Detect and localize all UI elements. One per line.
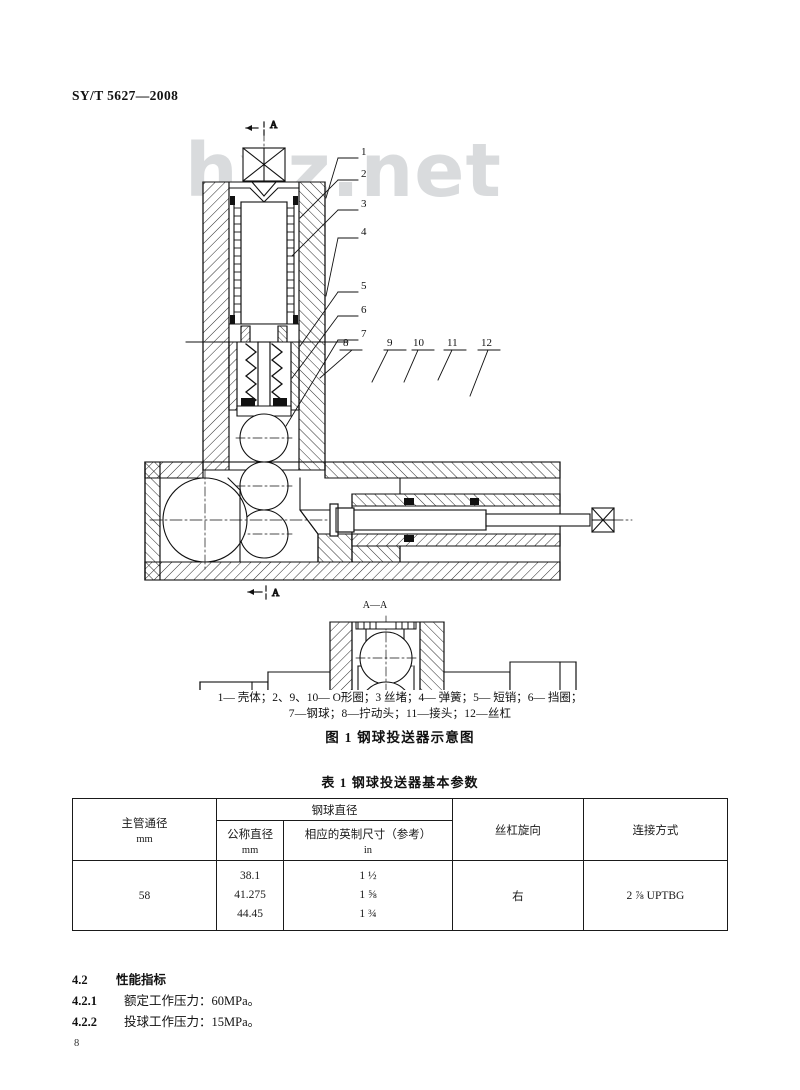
cell-screw-hand-value: 右 (451, 860, 584, 931)
header-nominal-diameter-label: 公称直径 (227, 828, 274, 841)
ball-column (235, 413, 293, 559)
nominal-diameter-3: 44.45 (237, 908, 264, 920)
callout-11: 11 (447, 337, 458, 349)
parameters-table: 主管通径 mm 钢球直径 丝杠旋向 连接方式 公称直径 mm 相应的英制尺寸（参… (71, 798, 729, 931)
clause-4-2-number: 4.2 (72, 973, 88, 987)
clause-4-2-2-text: 投球工作压力：15MPa。 (124, 1015, 261, 1029)
clause-section: 4.2 性能指标 4.2.1 额定工作压力：60MPa。 4.2.2 投球工作压力：1… (72, 970, 732, 1033)
header-main-bore-unit: mm (136, 833, 153, 845)
lead-screw-assembly (329, 493, 633, 547)
clause-4-2-2: 4.2.2 投球工作压力：15MPa。 (72, 1012, 732, 1033)
section-view-aa (199, 615, 577, 690)
top-knob (242, 147, 286, 182)
callout-leaders-lower (319, 349, 501, 397)
callout-numbers: 1 2 3 4 5 6 7 8 9 10 11 12 (343, 146, 492, 349)
header-imperial-size: 相应的英制尺寸（参考） in (283, 820, 453, 861)
callout-6: 6 (361, 304, 367, 316)
imperial-size-3: 1 ¾ (359, 908, 377, 920)
clause-4-2: 4.2 性能指标 (72, 970, 732, 991)
imperial-size-1: 1 ½ (359, 870, 377, 882)
standard-number-header: SY/T 5627—2008 (72, 88, 179, 103)
callout-10: 10 (413, 337, 425, 349)
clause-4-2-1-text: 额定工作压力：60MPa。 (124, 994, 261, 1008)
callout-4: 4 (361, 226, 367, 238)
callout-2: 2 (361, 168, 367, 180)
callout-12: 12 (481, 337, 492, 349)
clause-4-2-1: 4.2.1 额定工作压力：60MPa。 (72, 991, 732, 1012)
table-caption: 表 1 钢球投送器基本参数 (321, 775, 479, 790)
header-nominal-diameter-unit: mm (241, 844, 259, 856)
header-main-bore-label: 主管通径 (121, 817, 168, 830)
figure-legend: 1— 壳体；2、9、10— O形圈；3 丝堵；4— 弹簧；5— 短销；6— 挡圈… (0, 690, 800, 722)
callout-5: 5 (361, 280, 367, 292)
header-nominal-diameter: 公称直径 mm (216, 820, 285, 861)
table-header: 主管通径 mm 钢球直径 丝杠旋向 连接方式 公称直径 mm 相应的英制尺寸（参… (71, 798, 729, 861)
nominal-diameter-2: 41.275 (234, 889, 266, 901)
imperial-size-2: 1 ⅝ (359, 889, 377, 901)
section-letter-top: A (270, 120, 278, 131)
clause-4-2-2-number: 4.2.2 (72, 1015, 97, 1029)
figure-legend-line-1: 1— 壳体；2、9、10— O形圈；3 丝堵；4— 弹簧；5— 短销；6— 挡圈… (217, 692, 583, 704)
table-body: 58 38.1 41.275 44.45 1 ½ 1 ⅝ 1 ¾ 右 2 ⅞ U… (71, 860, 729, 931)
table-header-row-1: 主管通径 mm 钢球直径 丝杠旋向 连接方式 (71, 798, 729, 861)
callout-3: 3 (361, 198, 367, 210)
header-screw-hand: 丝杠旋向 (451, 798, 584, 861)
figure-1-drawing: A (0, 110, 800, 690)
callout-9: 9 (387, 337, 393, 349)
header-ball-diameter-group: 钢球直径 (216, 798, 453, 821)
cell-connection-type-value: 2 ⅞ UPTBG (582, 860, 729, 931)
figure-caption: 图 1 钢球投送器示意图 (325, 730, 475, 745)
clause-4-2-title: 性能指标 (116, 973, 167, 987)
callout-7: 7 (361, 328, 367, 340)
header-main-bore: 主管通径 mm (71, 798, 218, 861)
section-letter-bottom: A (272, 588, 280, 599)
header-connection-type: 连接方式 (582, 798, 729, 861)
header-imperial-size-unit: in (363, 844, 373, 856)
section-mark-bottom (247, 585, 267, 601)
clause-4-2-1-number: 4.2.1 (72, 994, 97, 1008)
table-row: 58 38.1 41.275 44.45 1 ½ 1 ⅝ 1 ¾ 右 2 ⅞ U… (71, 860, 729, 931)
callout-8: 8 (343, 337, 349, 349)
page-number: 8 (74, 1038, 80, 1049)
figure-legend-line-2: 7—钢球；8—拧动头；11—接头；12—丝杠 (288, 708, 512, 720)
header-imperial-size-label: 相应的英制尺寸（参考） (304, 828, 432, 841)
cell-imperial-sizes: 1 ½ 1 ⅝ 1 ¾ (283, 860, 453, 931)
callout-leaders-upper (285, 157, 359, 427)
nominal-diameter-1: 38.1 (240, 870, 261, 882)
cell-main-bore-value: 58 (71, 860, 218, 931)
section-mark-top (245, 121, 265, 137)
spring-and-pin (228, 341, 300, 417)
cell-nominal-diameters: 38.1 41.275 44.45 (216, 860, 285, 931)
section-view-label-aa: A—A (363, 600, 388, 611)
callout-1: 1 (361, 146, 367, 158)
